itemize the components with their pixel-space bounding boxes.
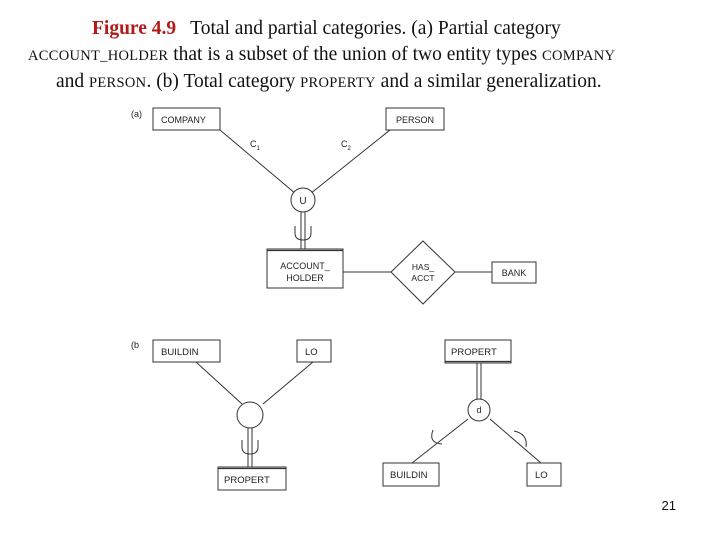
edge-building-circle <box>195 361 243 405</box>
has-acct-label-2: ACCT <box>411 273 434 283</box>
caption-line-3-suffix: and a similar generalization. <box>375 71 602 92</box>
left-property-label: PROPERT <box>224 475 270 486</box>
caption-line-3-prefix: and <box>56 71 90 92</box>
diagram-b-label: (b <box>131 340 139 350</box>
caption-entity-company: COMPANY <box>542 48 616 64</box>
account-holder-label-2: HOLDER <box>286 273 324 283</box>
edge-company-union <box>219 129 297 195</box>
caption-title-text: Total and partial categories. (a) Partia… <box>190 18 561 39</box>
c2-label: C2 <box>341 139 352 152</box>
edge-disjoint-lot <box>489 418 542 464</box>
diagram-a-label: (a) <box>131 109 142 119</box>
union-symbol: U <box>299 196 306 207</box>
caption-entity-account-holder: ACCOUNT_HOLDER <box>28 48 169 64</box>
caption-line-1: Figure 4.9 Total and partial categories. … <box>92 16 708 42</box>
union-circle <box>290 187 316 213</box>
entity-right-building <box>382 462 440 487</box>
subset-symbol-a <box>294 226 312 241</box>
caption-entity-property: PROPERTY <box>300 75 376 91</box>
right-lot-label: LO <box>535 470 548 481</box>
entity-account-holder <box>266 248 344 289</box>
account-holder-label-1: ACCOUNT_ <box>280 261 330 271</box>
subset-symbol-b-right-2 <box>513 430 527 448</box>
caption-line-2-text: that is a subset of the union of two ent… <box>168 44 543 65</box>
page-number: 21 <box>661 498 676 513</box>
edge-disjoint-building <box>411 418 469 464</box>
entity-right-property <box>444 339 512 364</box>
caption-line-2: ACCOUNT_HOLDER that is a subset of the u… <box>28 42 708 69</box>
subset-symbol-b-left <box>241 440 259 455</box>
entity-right-lot <box>526 462 562 487</box>
left-building-label: BUILDIN <box>161 347 199 358</box>
left-lot-label: LO <box>305 347 318 358</box>
disjoint-circle <box>467 398 491 422</box>
edge-person-union <box>309 129 391 195</box>
figure-caption: Figure 4.9 Total and partial categories. … <box>28 16 708 96</box>
edge-lot-circle <box>262 361 314 405</box>
entity-bank <box>491 261 537 284</box>
entity-person <box>385 107 445 131</box>
caption-entity-person: PERSON <box>89 75 147 91</box>
bank-label: BANK <box>502 268 527 278</box>
has-acct-label-1: HAS_ <box>412 262 434 272</box>
c1-label: C1 <box>250 139 261 152</box>
caption-line-3-text: . (b) Total category <box>146 71 301 92</box>
entity-left-building <box>152 339 221 363</box>
right-property-label: PROPERT <box>451 347 497 358</box>
entity-left-lot <box>296 339 332 363</box>
company-label: COMPANY <box>161 115 206 125</box>
caption-line-3: and PERSON. (b) Total category PROPERTY … <box>28 69 708 96</box>
person-label: PERSON <box>396 115 434 125</box>
subset-symbol-b-right-1 <box>431 429 443 445</box>
category-circle <box>236 401 264 429</box>
disjoint-symbol: d <box>476 405 481 415</box>
figure-label: Figure 4.9 <box>92 18 177 39</box>
entity-company <box>152 107 221 131</box>
relationship-has-acct <box>390 240 456 305</box>
entity-left-property <box>217 466 287 491</box>
right-building-label: BUILDIN <box>390 470 428 481</box>
